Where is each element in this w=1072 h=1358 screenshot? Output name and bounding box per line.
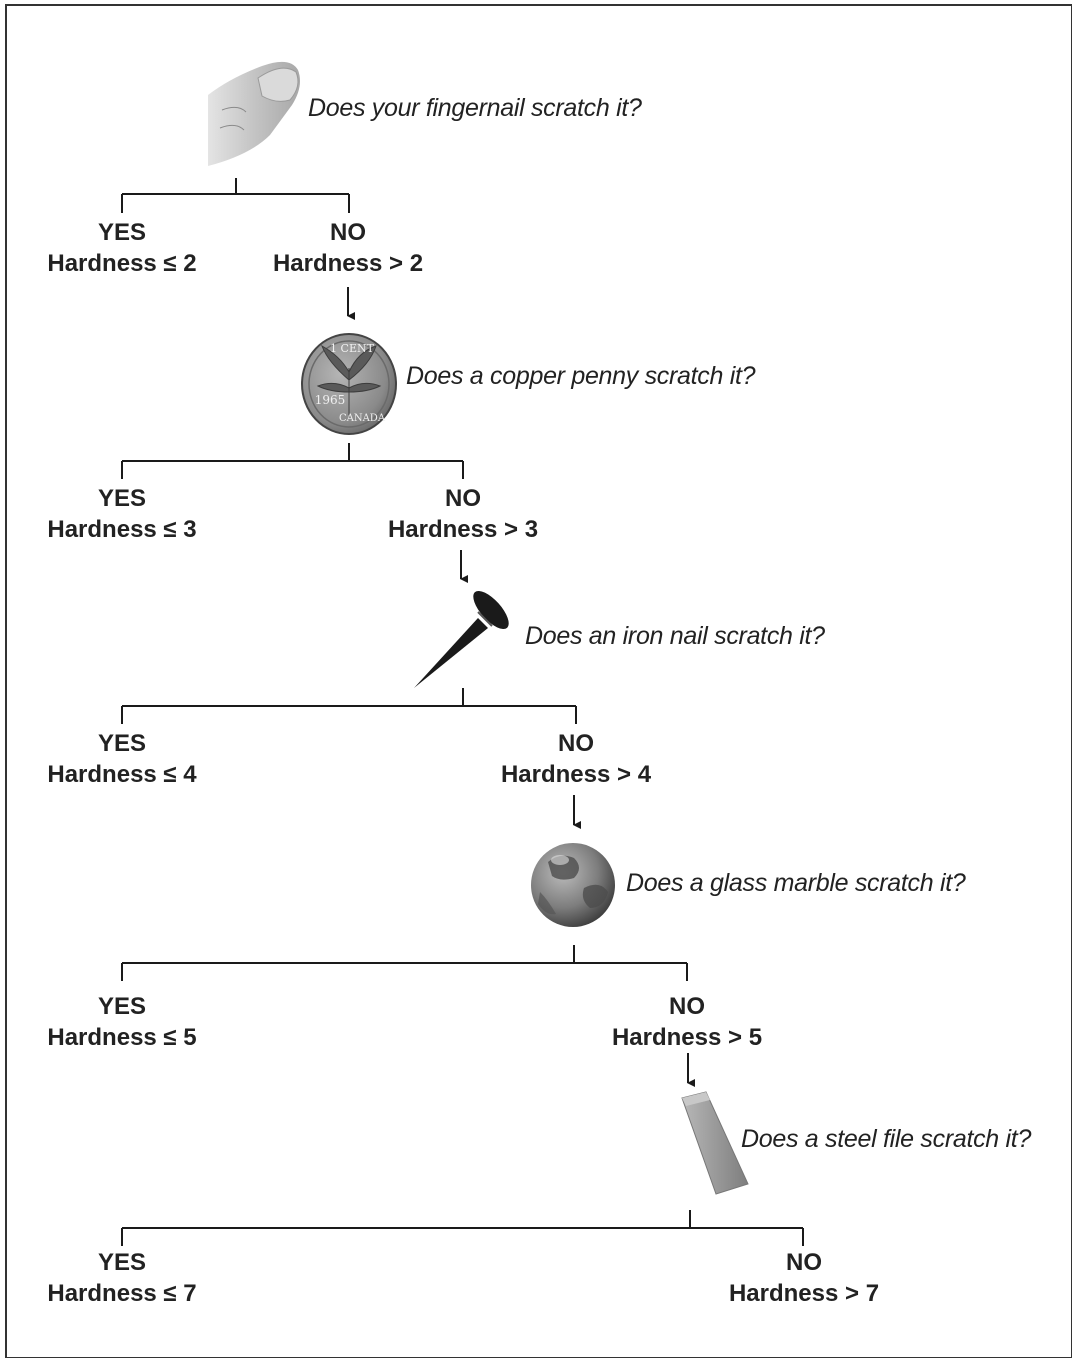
branch-connector-3 — [121, 688, 577, 724]
answer-yes-label: YES — [97, 730, 147, 757]
branch-connector-1 — [121, 178, 350, 213]
hardness-result: Hardness ≤ 7 — [47, 1280, 197, 1307]
coin-country-text: CANADA — [339, 413, 386, 424]
question-steel-file: Does a steel file scratch it? — [741, 1125, 1032, 1153]
hardness-result: Hardness ≤ 4 — [47, 761, 197, 788]
steel-file-icon — [681, 1091, 749, 1195]
hardness-result: Hardness ≤ 2 — [47, 250, 197, 277]
answer-no-label: NO — [445, 485, 481, 512]
iron-nail-icon — [414, 590, 509, 688]
coin-year-text: 1965 — [315, 393, 346, 407]
question-glass-marble: Does a glass marble scratch it? — [626, 869, 966, 897]
outcome-yes-1: YES Hardness ≤ 2 — [22, 217, 222, 279]
answer-no-label: NO — [330, 219, 366, 246]
outcome-yes-3: YES Hardness ≤ 4 — [22, 728, 222, 790]
answer-no-label: NO — [669, 993, 705, 1020]
outcome-yes-5: YES Hardness ≤ 7 — [22, 1247, 222, 1309]
answer-no-label: NO — [558, 730, 594, 757]
outcome-no-2: NO Hardness > 3 — [363, 483, 563, 545]
coin-top-text: 1 CENT — [330, 342, 375, 355]
question-fingernail: Does your fingernail scratch it? — [308, 94, 642, 122]
outcome-no-1: NO Hardness > 2 — [248, 217, 448, 279]
answer-no-label: NO — [786, 1249, 822, 1276]
branch-connector-4 — [121, 945, 688, 981]
outcome-yes-4: YES Hardness ≤ 5 — [22, 991, 222, 1053]
answer-yes-label: YES — [97, 1249, 147, 1276]
branch-connector-2 — [121, 443, 464, 479]
hardness-result: Hardness > 5 — [611, 1024, 763, 1051]
copper-penny-icon: 1 CENT 1965 CANADA — [301, 333, 397, 435]
outcome-no-4: NO Hardness > 5 — [587, 991, 787, 1053]
hardness-result: Hardness > 3 — [387, 516, 539, 543]
branch-connector-5 — [121, 1210, 804, 1246]
fingertip-icon — [208, 61, 300, 167]
outcome-no-3: NO Hardness > 4 — [476, 728, 676, 790]
hardness-result: Hardness > 4 — [500, 761, 652, 788]
answer-yes-label: YES — [97, 485, 147, 512]
question-copper-penny: Does a copper penny scratch it? — [406, 362, 756, 390]
hardness-result: Hardness ≤ 3 — [47, 516, 197, 543]
outcome-no-5: NO Hardness > 7 — [704, 1247, 904, 1309]
outcome-yes-2: YES Hardness ≤ 3 — [22, 483, 222, 545]
hardness-result: Hardness ≤ 5 — [47, 1024, 197, 1051]
answer-yes-label: YES — [97, 219, 147, 246]
hardness-result: Hardness > 2 — [272, 250, 424, 277]
question-iron-nail: Does an iron nail scratch it? — [525, 622, 825, 650]
glass-marble-icon — [531, 843, 615, 927]
diagram-border — [5, 4, 1072, 1358]
hardness-result: Hardness > 7 — [728, 1280, 880, 1307]
answer-yes-label: YES — [97, 993, 147, 1020]
